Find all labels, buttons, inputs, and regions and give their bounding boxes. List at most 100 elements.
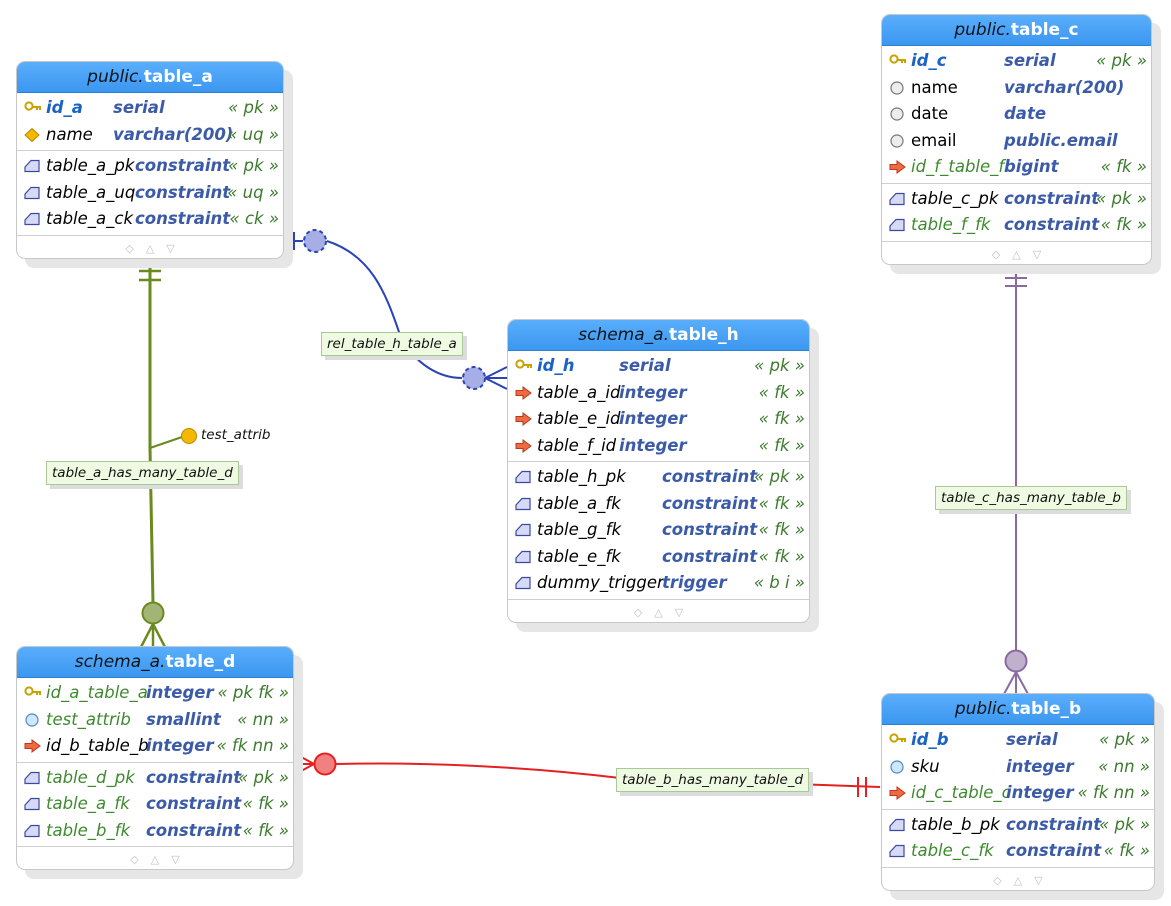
collapse-down-icon[interactable]: ▽	[1034, 873, 1043, 887]
rel-line-table-b-has-many-table-d[interactable]	[291, 751, 881, 797]
column-tag: « nn »	[1098, 756, 1150, 776]
collapse-diamond-icon[interactable]: ◇	[993, 873, 1002, 887]
column-name: id_a_table_a	[46, 683, 148, 702]
rel-line-table-c-has-many-table-b[interactable]	[1003, 264, 1029, 695]
table-header[interactable]: public.table_a	[17, 62, 283, 93]
expand-up-icon[interactable]: △	[150, 853, 160, 866]
constraint-tag: « pk »	[1099, 814, 1150, 834]
constraint-tag: « fk »	[758, 520, 805, 539]
table-header[interactable]: schema_a.table_d	[17, 647, 293, 678]
column-type: integer	[146, 736, 214, 755]
table-toggle-bar: ◇ △ ▽	[17, 236, 283, 258]
collapse-diamond-icon[interactable]: ◇	[130, 853, 139, 866]
column-type: varchar(200)	[113, 124, 234, 144]
expand-up-icon[interactable]: △	[654, 605, 663, 619]
constraint-name: table_b_pk	[911, 814, 1000, 834]
collapse-diamond-icon[interactable]: ◇	[633, 605, 643, 619]
constraint-name: table_a_fk	[46, 794, 130, 813]
constraint-tag: « pk »	[238, 767, 289, 787]
column-type: integer	[1006, 783, 1074, 802]
column-name: id_b_table_b	[46, 736, 149, 755]
constraint-icon	[24, 791, 42, 817]
table-header[interactable]: schema_a.table_h	[508, 320, 809, 351]
column-tag: « fk nn »	[216, 736, 289, 755]
table-header[interactable]: public.table_b	[882, 694, 1154, 725]
expand-up-icon[interactable]: △	[1013, 873, 1023, 887]
table-header[interactable]: public.table_c	[882, 15, 1151, 46]
attribute-label: test_attrib	[201, 427, 271, 443]
circle-blue-icon	[889, 754, 907, 780]
schema-name: schema_a.	[74, 652, 166, 672]
expand-up-icon[interactable]: △	[1012, 247, 1021, 261]
column-tag: « nn »	[237, 709, 289, 729]
collapse-down-icon[interactable]: ▽	[674, 605, 684, 619]
column-tag: « fk »	[758, 435, 805, 455]
column-type: integer	[619, 409, 687, 428]
arrow-icon	[889, 780, 907, 806]
relationship-label[interactable]: table_a_has_many_table_d	[46, 461, 239, 485]
constraint-type: constraint	[135, 209, 231, 228]
constraint-type: constraint	[1006, 841, 1102, 860]
collapse-down-icon[interactable]: ▽	[166, 241, 175, 255]
expand-up-icon[interactable]: △	[145, 241, 155, 255]
constraint-icon	[515, 570, 533, 596]
table-name: table_c	[1010, 20, 1079, 40]
arrow-icon	[889, 154, 907, 180]
rel-line-table-a-has-many-table-d[interactable]	[139, 258, 197, 648]
table-toggle-bar: ◇ △ ▽	[17, 847, 293, 869]
collapse-diamond-icon[interactable]: ◇	[125, 241, 134, 255]
column-tag: « fk »	[758, 382, 805, 402]
diamond-icon	[24, 122, 42, 148]
relationship-label[interactable]: table_b_has_many_table_d	[616, 768, 810, 792]
collapse-down-icon[interactable]: ▽	[1032, 247, 1042, 261]
schema-name: public.	[954, 699, 1012, 719]
relationship-label[interactable]: table_c_has_many_table_b	[935, 486, 1127, 510]
constraint-name: table_a_pk	[46, 156, 135, 175]
rel-line-table-h-table-a[interactable]	[283, 229, 508, 390]
collapse-diamond-icon[interactable]: ◇	[991, 247, 1001, 261]
collapse-down-icon[interactable]: ▽	[171, 853, 180, 866]
column-name: table_f_id	[537, 435, 617, 455]
constraint-tag: « uq »	[227, 182, 279, 202]
relationship-label[interactable]: rel_table_h_table_a	[321, 332, 463, 356]
